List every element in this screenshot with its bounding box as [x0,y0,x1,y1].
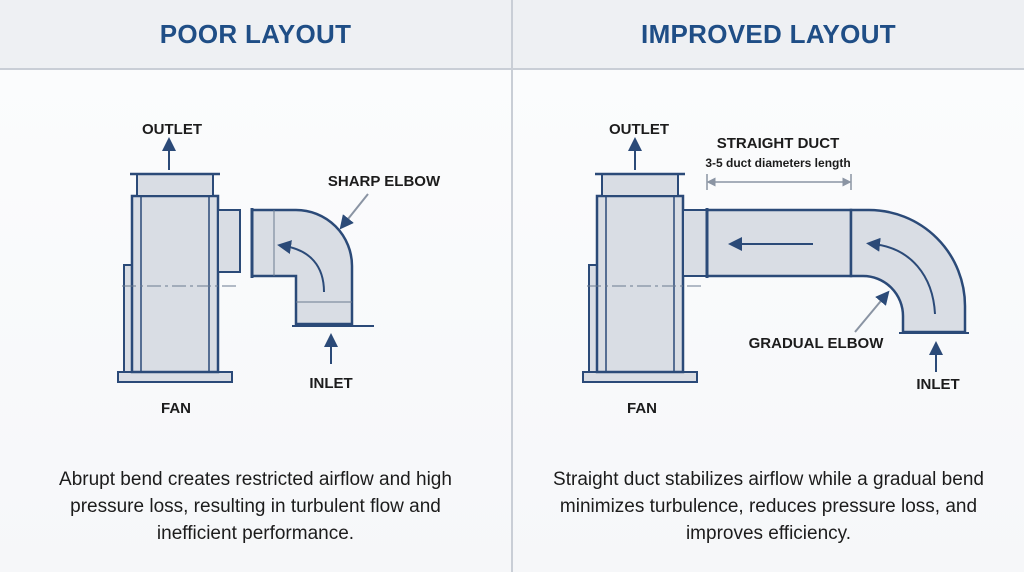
poor-layout-header: POOR LAYOUT [0,0,511,70]
elbow-airflow-arrow [277,240,325,293]
fan-body [595,194,685,374]
improved-layout-caption: Straight duct stabilizes airflow while a… [553,469,984,544]
fan-label: FAN [627,400,657,417]
fan-side-outlet [682,209,708,277]
inlet-label: INLET [916,376,959,393]
fan-body [130,194,220,374]
panel-divider [511,0,513,572]
fan-outlet-collar [601,173,679,197]
fan-label: FAN [161,400,191,417]
gradual-elbow-pointer [854,290,890,333]
improved-layout-diagram: OUTLET STRAIGHT DUCT 3-5 duct diameters … [582,121,969,417]
straight-duct-label: STRAIGHT DUCT [717,135,840,152]
improved-layout-header: IMPROVED LAYOUT [513,0,1024,70]
gradual-elbow-label: GRADUAL ELBOW [749,335,885,352]
poor-layout-diagram: OUTLET SHARP ELBOW INLET FAN [117,121,441,417]
gradual-elbow [849,208,967,334]
straight-duct-sublabel: 3-5 duct diameters length [705,156,850,170]
improved-layout-title: IMPROVED LAYOUT [641,18,896,49]
fan-side-outlet [217,209,241,273]
sharp-elbow-label: SHARP ELBOW [328,173,441,190]
fan-base [117,371,233,383]
elbow-airflow-arrow [866,237,936,315]
poor-layout-body [0,70,511,572]
sharp-elbow-pointer [339,193,369,230]
outlet-label: OUTLET [609,121,669,138]
improved-layout-panel: IMPROVED LAYOUT [513,0,1024,572]
poor-layout-title: POOR LAYOUT [159,18,352,49]
poor-layout-panel: POOR LAYOUT OUTLET [0,0,511,572]
inlet-label: INLET [309,375,352,392]
outlet-label: OUTLET [142,121,202,138]
fan-base [582,371,698,383]
poor-layout-caption: Abrupt bend creates restricted airflow a… [59,469,452,544]
sharp-elbow [250,208,354,326]
fan-outlet-collar [136,173,214,197]
